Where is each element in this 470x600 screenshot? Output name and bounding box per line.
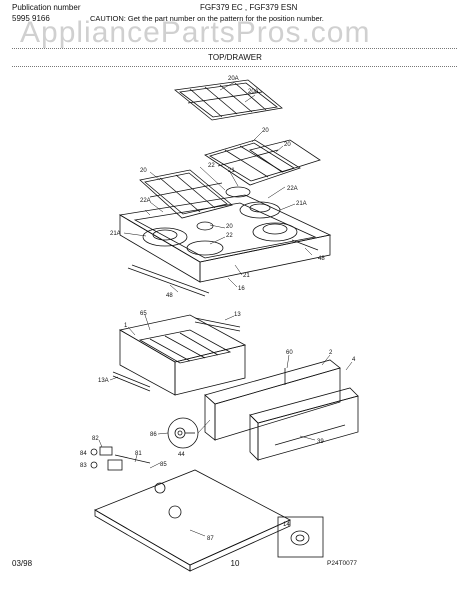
caution-note: CAUTION: Get the part number on the patt… xyxy=(90,14,324,23)
callout-44: 44 xyxy=(178,452,185,458)
callout-87: 87 xyxy=(207,536,214,542)
callout-84: 84 xyxy=(80,451,87,457)
figure-id: P24T0077 xyxy=(327,560,357,567)
callout-48: 48 xyxy=(166,293,173,299)
header-rule xyxy=(12,48,457,49)
drawer-box-part xyxy=(118,314,247,396)
callout-20a: 20A xyxy=(228,76,239,82)
callout-81: 81 xyxy=(135,451,142,457)
publication-number: 5995 9166 xyxy=(12,14,50,23)
callout-21a: 21A xyxy=(110,231,121,237)
callout-22: 22 xyxy=(208,163,215,169)
callout-60: 60 xyxy=(286,350,293,356)
callout-13: 13 xyxy=(234,312,241,318)
callout-22a: 22A xyxy=(287,186,298,192)
callout-13a: 13A xyxy=(98,378,109,384)
callout-16: 16 xyxy=(238,286,245,292)
callout-22: 22 xyxy=(226,233,233,239)
drawer-rail-13-part xyxy=(112,317,241,392)
callout-20: 20 xyxy=(140,168,147,174)
trim-48-part xyxy=(127,239,319,297)
callout-20: 20 xyxy=(262,128,269,134)
valve-fittings-part xyxy=(90,446,151,471)
callout-65: 65 xyxy=(140,311,147,317)
inset-box-14 xyxy=(277,516,324,558)
callout-21: 21 xyxy=(243,273,250,279)
publication-label: Publication number xyxy=(12,3,81,12)
callout-20: 20 xyxy=(226,224,233,230)
callout-2: 2 xyxy=(329,350,333,356)
bottom-plate-part xyxy=(94,469,291,572)
title-rule xyxy=(12,66,457,67)
callout-21a: 21A xyxy=(296,201,307,207)
detail-bubble-44 xyxy=(167,417,199,449)
watermark: AppliancePartsPros.com xyxy=(20,16,371,49)
callout-21: 21 xyxy=(228,168,235,174)
callout-4: 4 xyxy=(352,357,356,363)
callout-20a: 20A xyxy=(248,89,259,95)
callout-39: 39 xyxy=(317,439,324,445)
page-number: 10 xyxy=(230,559,240,568)
callout-86: 86 xyxy=(150,432,157,438)
callout-82: 82 xyxy=(92,436,99,442)
grate-20a-part xyxy=(174,79,283,121)
callout-14: 14 xyxy=(283,522,290,528)
callout-48: 48 xyxy=(318,256,325,262)
cooktop-pan-part xyxy=(118,186,332,283)
callout-20: 20 xyxy=(284,142,291,148)
grate-20-left-part xyxy=(139,169,233,219)
model-numbers: FGF379 EC , FGF379 ESN xyxy=(200,3,298,12)
callout-83: 83 xyxy=(80,463,87,469)
callout-1: 1 xyxy=(124,323,128,329)
section-title: TOP/DRAWER xyxy=(208,53,262,62)
grate-20-right-part xyxy=(204,139,321,186)
callout-85: 85 xyxy=(160,462,167,468)
drawer-front-part xyxy=(204,359,359,461)
revision-date: 03/98 xyxy=(12,559,33,568)
callout-22a: 22A xyxy=(140,198,151,204)
